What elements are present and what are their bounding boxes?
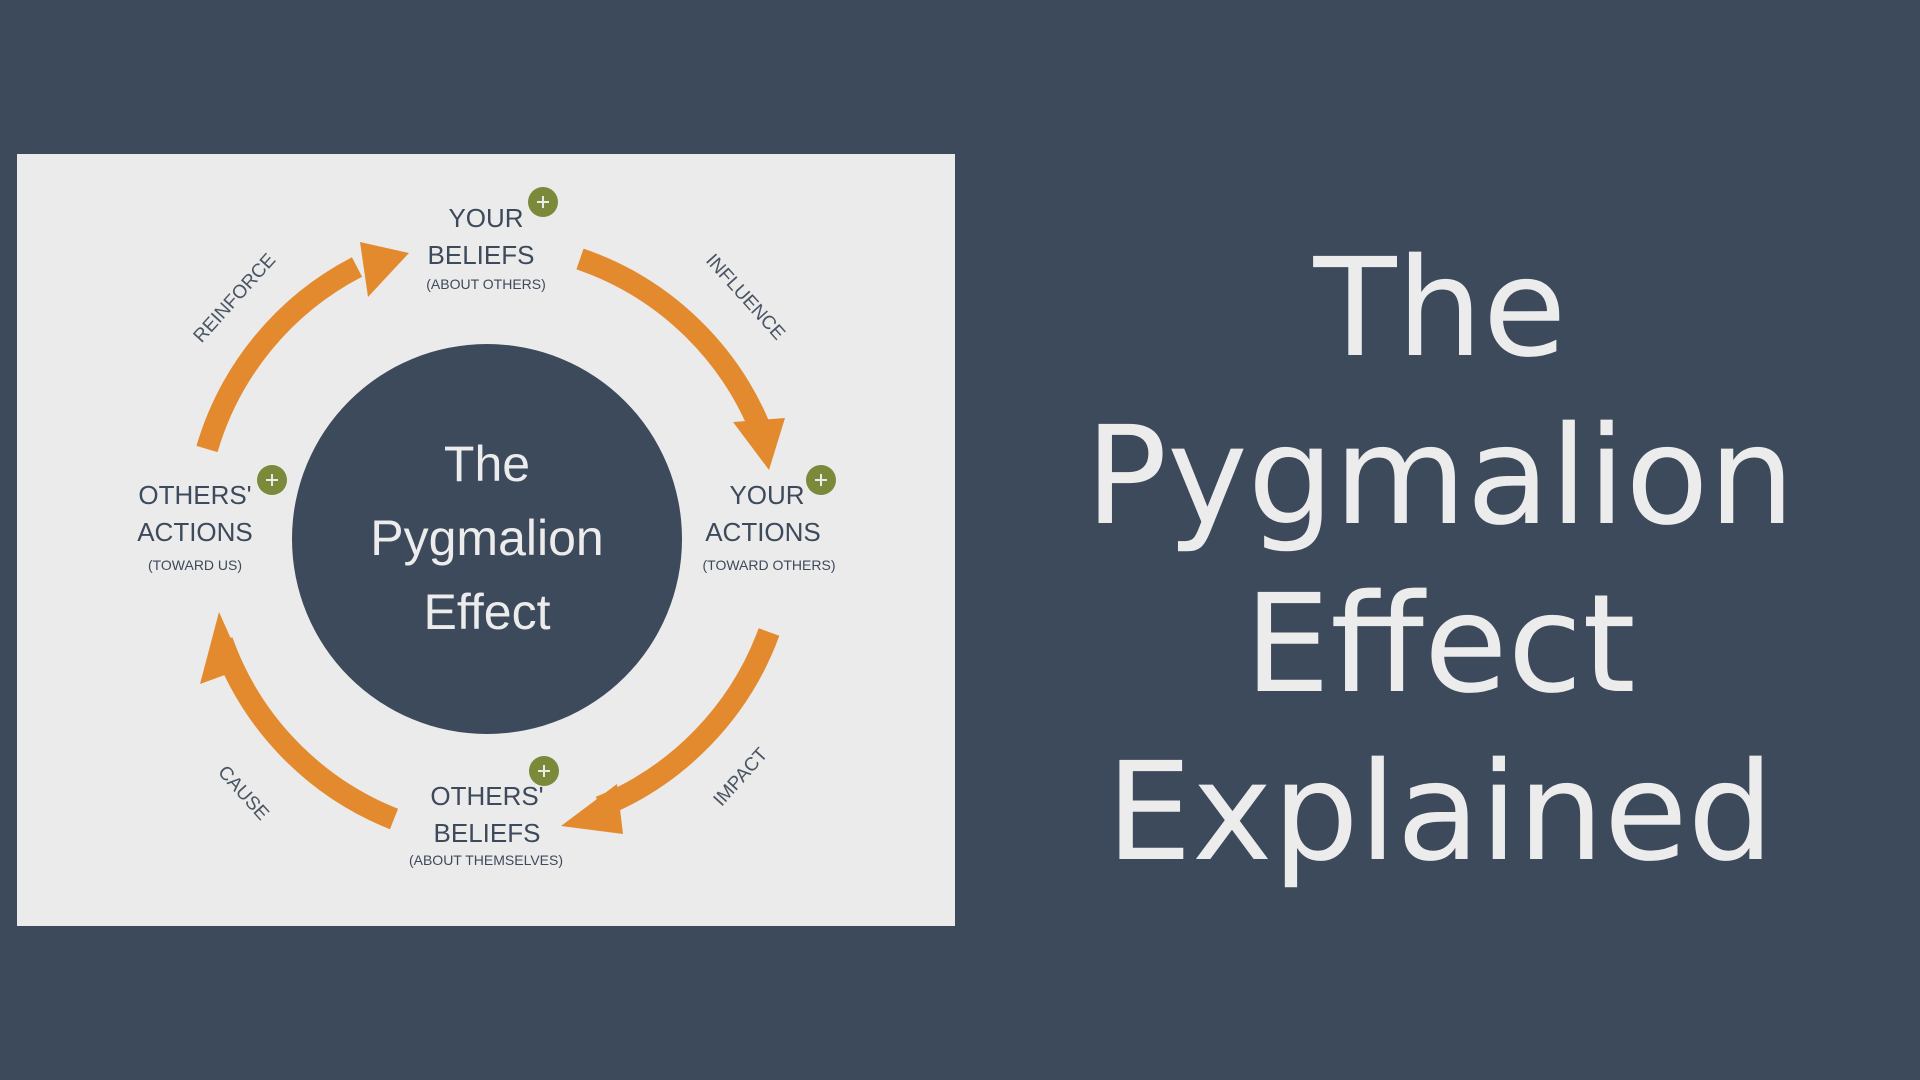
impact-arrowhead: [561, 784, 623, 834]
plus-icon: [529, 756, 559, 786]
node-others-beliefs-line-1: OTHERS': [430, 781, 543, 811]
diagram-card: The Pygmalion Effect REINFORCE INFLUENCE…: [17, 154, 955, 926]
node-others-actions-line-2: ACTIONS: [137, 517, 253, 547]
node-your-beliefs: YOUR BELIEFS (ABOUT OTHERS): [426, 187, 558, 292]
pygmalion-cycle-diagram: The Pygmalion Effect REINFORCE INFLUENCE…: [137, 187, 836, 868]
node-others-beliefs: OTHERS' BELIEFS (ABOUT THEMSELVES): [409, 756, 563, 868]
center-line-2: Pygmalion: [370, 510, 603, 566]
node-your-actions: YOUR ACTIONS (TOWARD OTHERS): [703, 465, 836, 573]
center-circle: [292, 344, 682, 734]
center-line-1: The: [444, 436, 530, 492]
influence-arrowhead: [733, 418, 785, 470]
title-line-2: Pygmalion: [1085, 398, 1795, 556]
influence-label: INFLUENCE: [701, 250, 789, 344]
reinforce-arrowhead: [360, 242, 409, 297]
plus-icon: [528, 187, 558, 217]
node-others-beliefs-line-2: BELIEFS: [434, 818, 541, 848]
title-line-3: Effect: [1244, 566, 1636, 724]
cause-label: CAUSE: [213, 762, 272, 825]
node-your-beliefs-line-1: YOUR: [448, 203, 523, 233]
influence-arrow-shaft: [576, 248, 776, 445]
impact-label: IMPACT: [710, 744, 773, 811]
node-your-beliefs-sub: (ABOUT OTHERS): [426, 276, 546, 292]
node-others-actions-sub: (TOWARD US): [148, 557, 242, 573]
node-your-actions-line-1: YOUR: [729, 480, 804, 510]
node-others-actions: OTHERS' ACTIONS (TOWARD US): [137, 465, 287, 573]
node-your-actions-line-2: ACTIONS: [705, 517, 821, 547]
node-your-actions-sub: (TOWARD OTHERS): [703, 557, 836, 573]
node-others-actions-line-1: OTHERS': [138, 480, 251, 510]
impact-arrow-shaft: [595, 628, 780, 818]
title-line-4: Explained: [1106, 734, 1774, 892]
title-line-1: The: [1313, 230, 1567, 388]
cause-arrow-shaft: [211, 637, 399, 830]
page-title: The Pygmalion Effect Explained: [1050, 225, 1830, 897]
cause-arrowhead: [200, 612, 244, 684]
center-line-3: Effect: [424, 584, 551, 640]
plus-icon: [257, 465, 287, 495]
plus-icon: [806, 465, 836, 495]
node-your-beliefs-line-2: BELIEFS: [428, 240, 535, 270]
node-others-beliefs-sub: (ABOUT THEMSELVES): [409, 852, 563, 868]
reinforce-arrow-shaft: [196, 257, 363, 453]
